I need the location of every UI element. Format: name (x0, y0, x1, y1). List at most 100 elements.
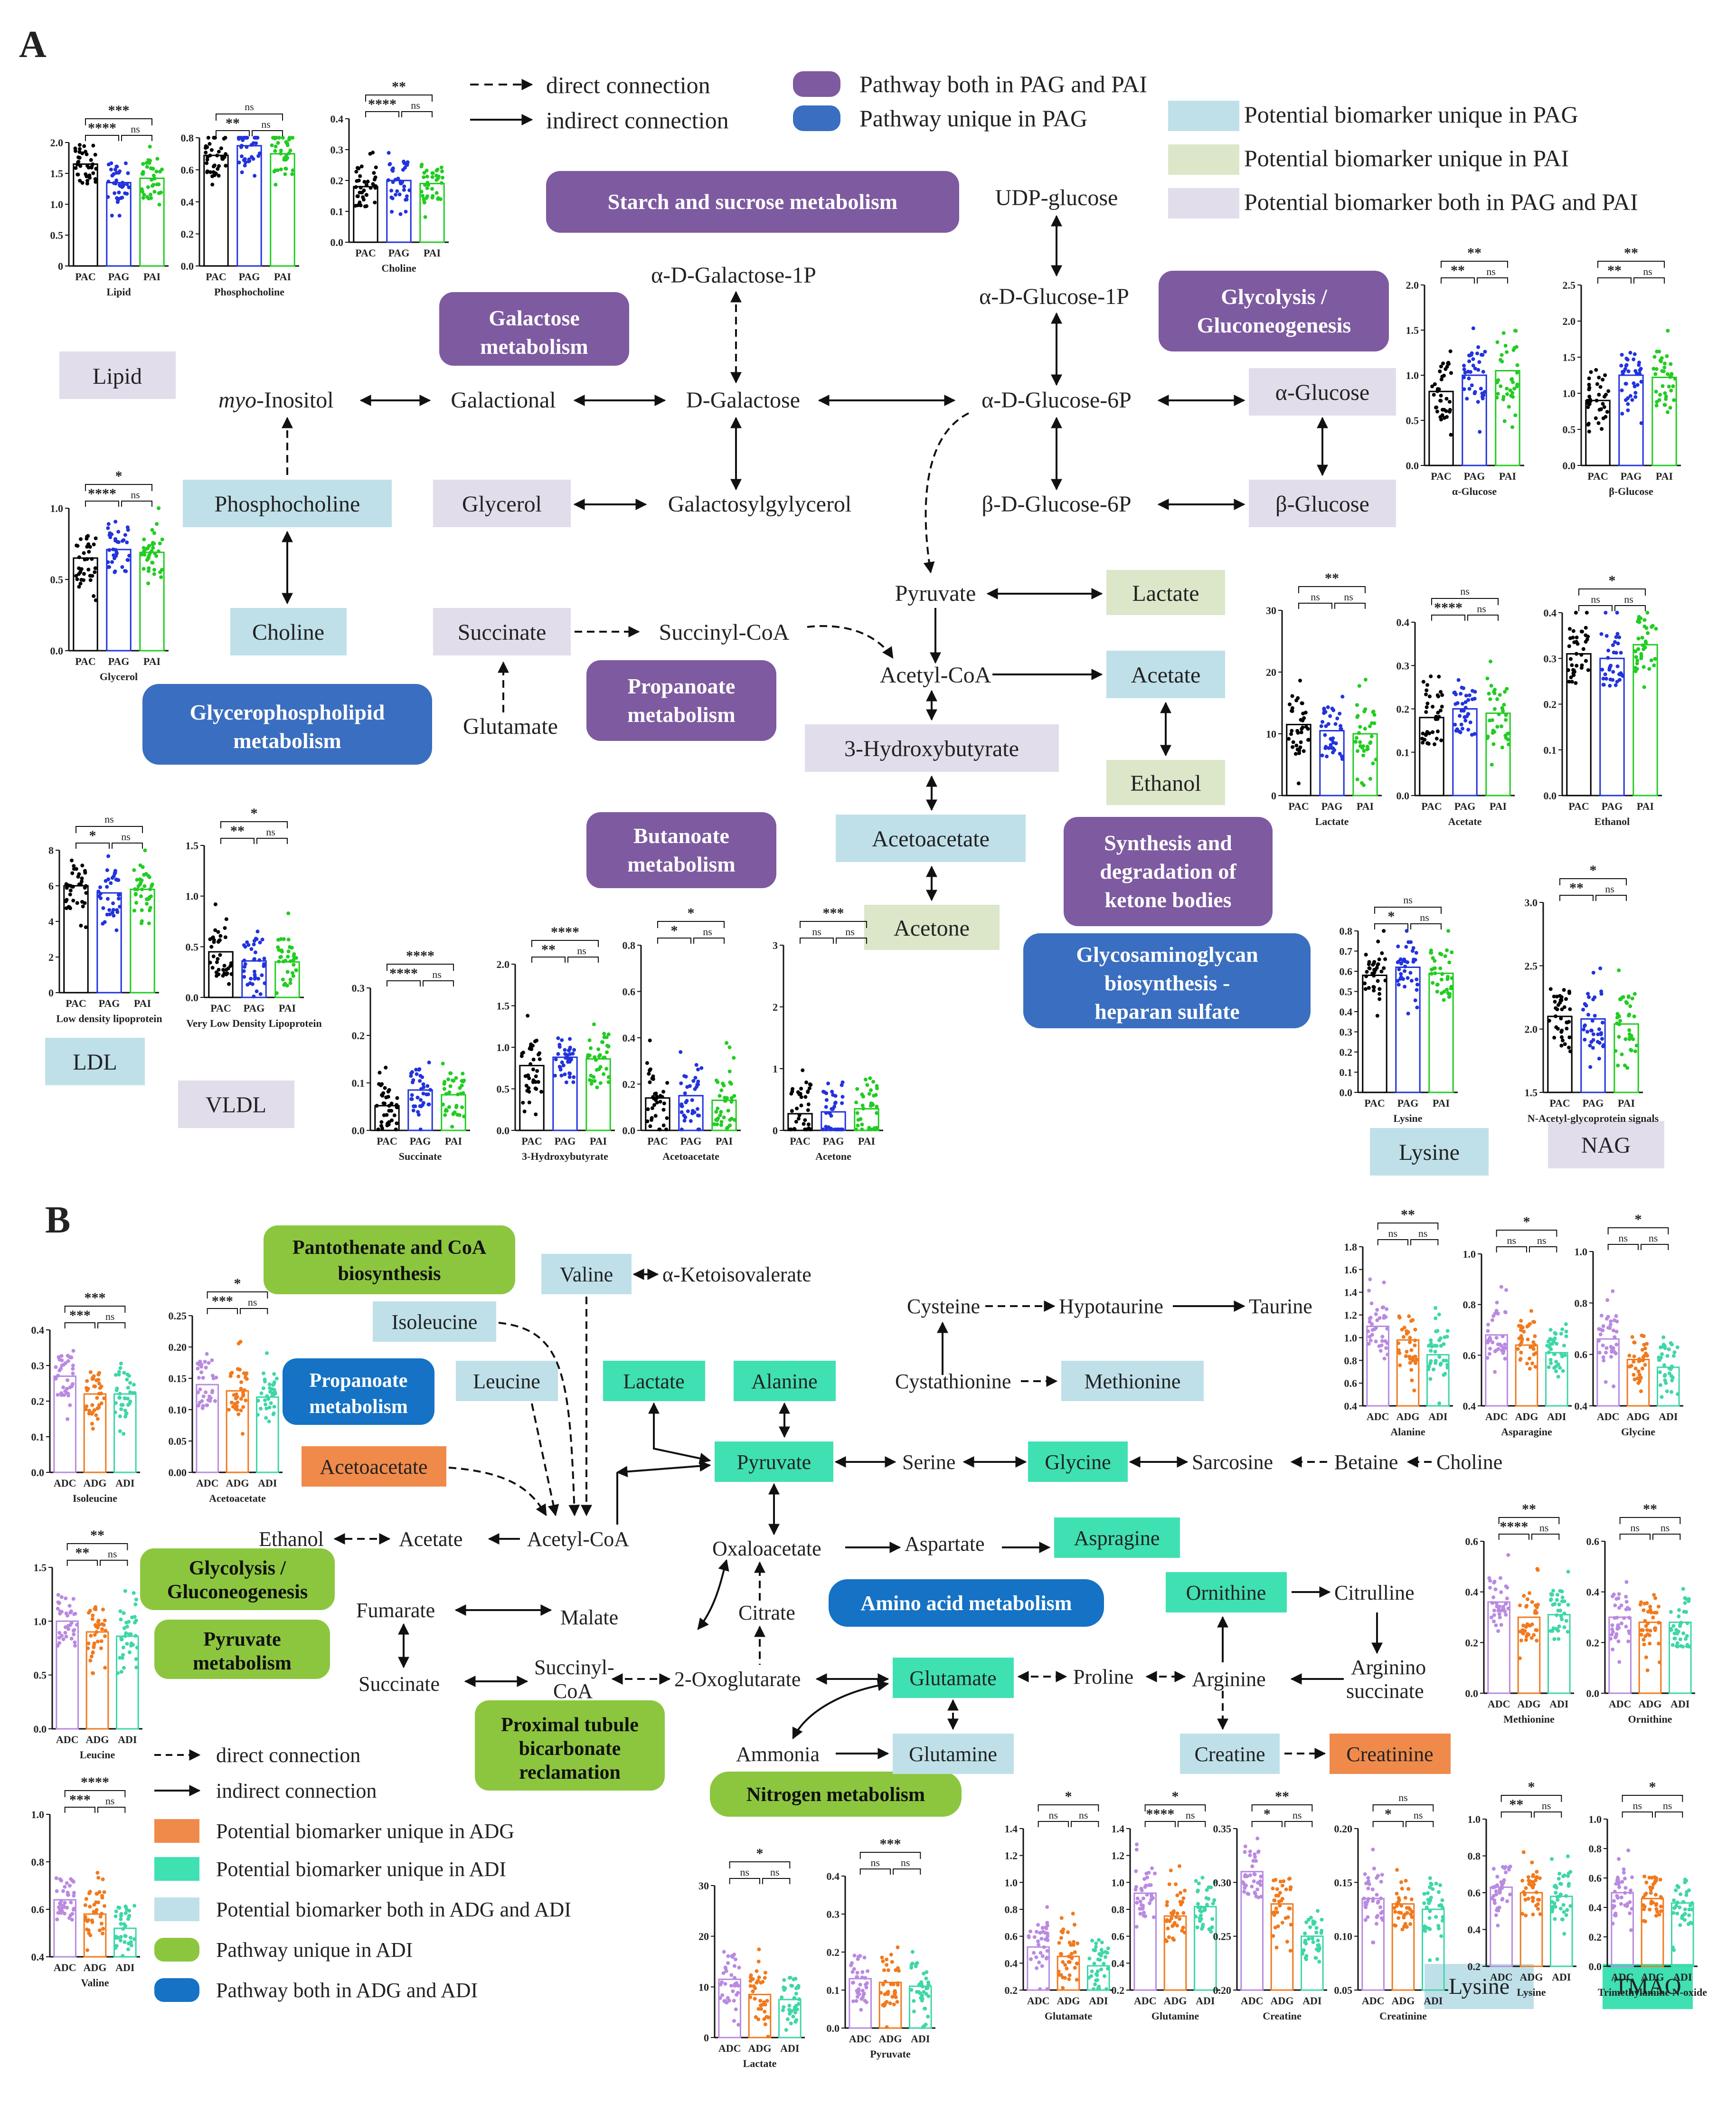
chart-24-dot-2-15 (1548, 1629, 1553, 1633)
chart-33-dot-2-23 (1422, 1901, 1426, 1906)
chart-31-dot-0-29 (1135, 1842, 1139, 1847)
chart-21-dot-0-33 (1378, 1349, 1383, 1353)
chart-14-dot-0-21 (1584, 626, 1588, 630)
chart-17-dot-2-19 (119, 1361, 123, 1365)
chart-10-dot-2-31 (1513, 329, 1518, 333)
chart-24-dot-0-10 (1497, 1612, 1501, 1616)
chart-13-sig-b: ns (1477, 603, 1486, 615)
chart-30-tick-label-4: 1.0 (1005, 1877, 1018, 1888)
chart-5-dot-1-28 (258, 992, 263, 996)
proline-label: Proline (1073, 1665, 1133, 1688)
chart-18-dot-2-33 (263, 1398, 267, 1403)
chart-30-dot-2-33 (1097, 1952, 1102, 1956)
chart-19-dot-1-28 (89, 1654, 94, 1659)
chart-24-dot-0-11 (1492, 1613, 1496, 1617)
chart-27-dot-2-26 (1675, 1901, 1679, 1905)
chart-18-dot-0-25 (198, 1387, 202, 1392)
pathway-starch-text: Starch and sucrose metabolism (608, 190, 897, 214)
chart-30-dot-0-17 (1027, 1934, 1031, 1938)
chart-23-dot-0-32 (1611, 1289, 1615, 1293)
label-box-ldl: LDL (45, 1038, 145, 1085)
chart-20-dot-1-33 (94, 1892, 99, 1896)
pathway-box-glycerophospholipid: Glycerophospholipid metabolism (142, 684, 432, 765)
chart-33-dot-2-6 (1431, 1887, 1435, 1891)
succinate-b-label: Succinate (359, 1672, 440, 1696)
alanine-text: Alanine (751, 1370, 817, 1393)
chart-26-dot-0-37 (1498, 1887, 1502, 1891)
chart-19-dot-2-5 (132, 1591, 136, 1595)
chart-27-dot-0-28 (1617, 1885, 1622, 1889)
chart-14-dot-0-8 (1569, 675, 1573, 680)
chart-15-dot-1-37 (1399, 961, 1404, 966)
chart-29-dot-2-9 (926, 2014, 930, 2019)
chart-21-dot-0-8 (1368, 1277, 1372, 1281)
chart-7-dot-1-19 (568, 1045, 572, 1050)
chart-9-dot-0-33 (804, 1128, 809, 1131)
chart-29-dot-1-28 (888, 2001, 892, 2005)
chart-0-dot-0-25 (91, 143, 95, 148)
chart-26-dot-2-28 (1550, 1857, 1554, 1861)
chart-4-dot-2-0 (143, 848, 147, 853)
chart-20-dot-2-28 (123, 1934, 127, 1938)
chart-25-dot-0-19 (1624, 1624, 1628, 1629)
chart-1-dot-2-19 (290, 172, 294, 176)
chart-5-dot-1-16 (243, 962, 247, 966)
chart-8-dot-0-15 (655, 1095, 659, 1099)
chart-3-dot-1-30 (120, 565, 124, 569)
chart-33-dot-1-19 (1399, 1880, 1404, 1884)
chart-20-dot-1-31 (97, 1890, 102, 1894)
chart-22-dot-1-23 (1516, 1347, 1520, 1351)
chart-17-dot-1-20 (97, 1382, 101, 1386)
chart-7-dot-1-27 (568, 1056, 573, 1061)
chart-27-dot-0-2 (1620, 1880, 1624, 1884)
chart-20-dot-2-34 (129, 1935, 133, 1940)
chart-8-dot-1-37 (679, 1110, 684, 1114)
chart-8-dot-1-32 (694, 1063, 698, 1067)
chart-2-dot-1-20 (407, 188, 412, 192)
chart-15-dot-0-14 (1375, 1014, 1379, 1018)
chart-26-tick-label-4: 1.0 (1468, 1813, 1481, 1825)
chart-27-dot-0-7 (1630, 1875, 1634, 1879)
chart-16-dot-0-30 (1555, 1007, 1559, 1012)
chart-27-dot-1-21 (1648, 1907, 1652, 1912)
chart-19-dot-2-22 (122, 1626, 126, 1630)
chart-14-dot-1-29 (1608, 683, 1612, 688)
chart-31-dot-2-24 (1196, 1902, 1200, 1906)
chart-14-dot-2-18 (1653, 657, 1657, 661)
chart-12-dot-2-30 (1358, 740, 1362, 744)
chart-21-dot-0-12 (1368, 1338, 1373, 1343)
chart-12-dot-1-37 (1327, 746, 1331, 750)
legend-b-pw-both-text: Pathway both in ADG and ADI (216, 1979, 478, 2002)
chart-10-dot-2-23 (1508, 388, 1512, 392)
chart-2-dot-2-36 (436, 196, 441, 200)
chart-28-dot-0-26 (729, 1983, 734, 1988)
chart-2-dot-1-33 (404, 198, 408, 202)
chart-3-sig-b: ns (131, 489, 140, 501)
chart-26-dot-2-26 (1557, 1894, 1562, 1898)
chart-15-dot-1-24 (1414, 951, 1418, 955)
chart-23-cat-0: ADC (1597, 1411, 1620, 1422)
chart-12-dot-1-3 (1338, 751, 1342, 756)
chart-12-dot-2-3 (1357, 731, 1361, 735)
chart-11-cat-0: PAC (1587, 470, 1608, 482)
chart-22-bar-0 (1485, 1334, 1508, 1407)
chart-13-dot-0-25 (1425, 688, 1429, 692)
chart-32-dot-2-15 (1304, 1942, 1308, 1946)
chart-13-sig-a: **** (1434, 600, 1462, 616)
chart-5-dot-2-16 (281, 977, 285, 982)
chart-10-dot-1-19 (1463, 370, 1467, 375)
chart-4-dot-1-30 (112, 913, 116, 918)
chart-5-dot-1-3 (260, 973, 264, 977)
chart-15-dot-0-6 (1367, 986, 1371, 990)
chart-10-dot-1-27 (1478, 430, 1482, 434)
chart-27-dot-1-7 (1654, 1914, 1658, 1918)
chart-5-dot-0-32 (223, 935, 227, 939)
chart-26-dot-1-31 (1522, 1892, 1527, 1896)
chart-0-dot-1-34 (113, 168, 117, 172)
chart-28-dot-2-23 (785, 2017, 790, 2021)
chart-15-cat-2: PAI (1433, 1097, 1450, 1109)
chart-12-dot-2-24 (1372, 721, 1377, 725)
chart-26-dot-1-25 (1527, 1882, 1531, 1886)
chart-15-dot-1-30 (1409, 978, 1414, 983)
